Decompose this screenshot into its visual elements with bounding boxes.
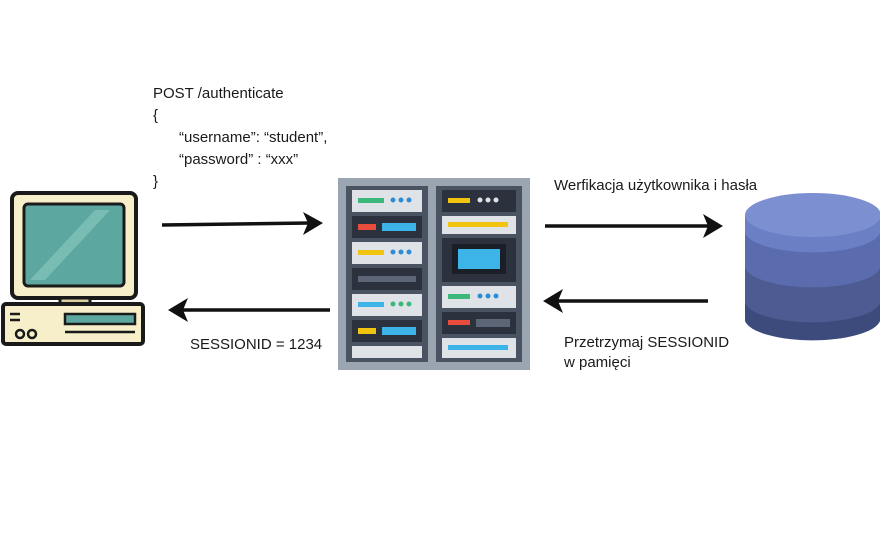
db-response-label-line1: Przetrzymaj SESSIONID	[564, 334, 730, 351]
request-line: “username”: “student”,	[179, 129, 328, 146]
session-label: SESSIONID = 1234	[190, 336, 323, 353]
server-rack-icon	[338, 178, 530, 370]
request-line: }	[153, 173, 159, 190]
computer-icon	[1, 191, 145, 346]
request-line: {	[153, 107, 159, 124]
request-line: POST /authenticate	[153, 85, 284, 102]
db-request-label: Werfikacja użytkownika i hasła	[554, 177, 758, 194]
request-text: POST /authenticate { “username”: “studen…	[153, 84, 327, 194]
arrow-response	[168, 298, 330, 322]
arrow-db-request	[545, 214, 723, 238]
database-icon	[745, 193, 880, 341]
arrow-request	[161, 212, 323, 235]
request-line: “password” : “xxx”	[179, 151, 299, 168]
arrow-db-response	[543, 289, 708, 313]
db-response-label-line2: w pamięci	[564, 354, 631, 371]
